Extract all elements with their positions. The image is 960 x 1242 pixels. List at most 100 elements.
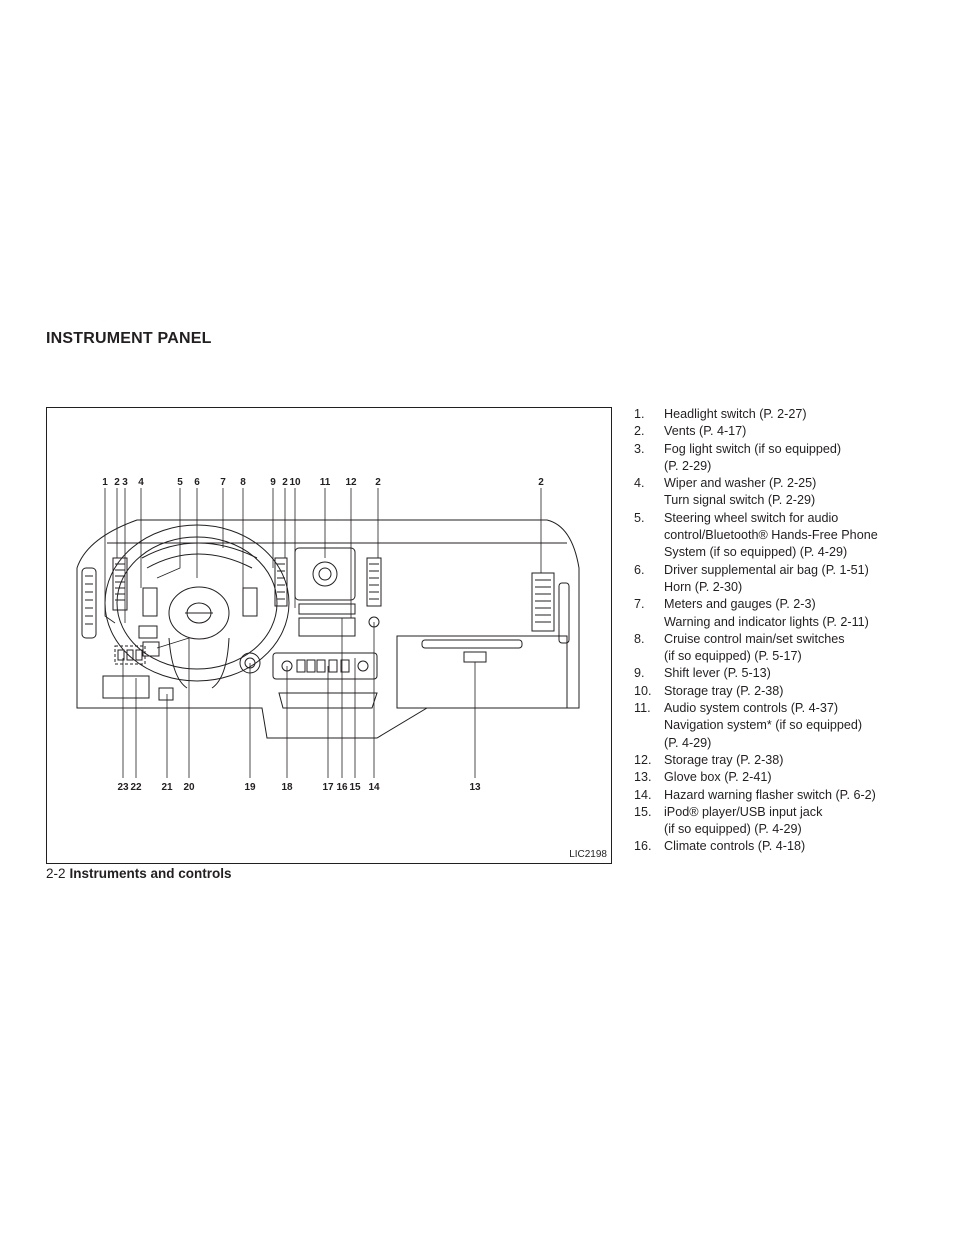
legend-item: 3. Fog light switch (if so equipped) (P. 2… xyxy=(634,441,934,476)
callout-number: 14 xyxy=(368,782,380,793)
callout-number: 6 xyxy=(194,477,200,488)
callout-number: 4 xyxy=(138,477,144,488)
legend-item-number: 12. xyxy=(634,752,652,767)
legend-item: 8.Cruise control main/set switches(if so… xyxy=(634,631,934,666)
center-vent-right xyxy=(366,557,382,607)
legend-item-text: Fog light switch (if so equipped) xyxy=(664,441,842,456)
callout-number: 2 xyxy=(282,477,288,488)
legend-item: 6. Driver supplemental air bag (P. 1-51) H… xyxy=(634,562,934,597)
callout-number: 8 xyxy=(240,477,246,488)
cruise-switches xyxy=(242,587,258,617)
legend-item-number: 9. xyxy=(634,666,645,681)
legend-item-text: Warning and indicator lights (P. 2-11) xyxy=(664,614,869,629)
legend-item: 1. Headlight switch (P. 2-27) xyxy=(634,406,934,423)
callout-number: 1 xyxy=(102,477,108,488)
legend-item: 13. Glove box (P. 2-41) xyxy=(634,769,934,786)
lower-left-panel xyxy=(102,675,150,699)
legend-item-number: 13. xyxy=(634,770,652,785)
legend-item-text: Driver supplemental air bag (P. 1-51) xyxy=(664,562,869,577)
callout-number: 2 xyxy=(375,477,381,488)
left-vent xyxy=(112,557,128,611)
legend-item-text: Navigation system* (if so equipped) xyxy=(664,718,863,733)
legend-item: 9. Shift lever (P. 5-13) xyxy=(634,665,934,682)
callout-number: 18 xyxy=(281,782,293,793)
center-vent-left xyxy=(274,557,288,607)
legend-item-text: Audio system controls (P. 4-37) xyxy=(664,701,839,716)
callout-number: 7 xyxy=(220,477,226,488)
legend-item-text: Vents (P. 4-17) xyxy=(664,424,747,439)
legend-item-number: 1. xyxy=(634,407,645,421)
legend-item-text: Climate controls (P. 4-18) xyxy=(664,839,806,854)
legend-item-text: Storage tray (P. 2-38) xyxy=(664,683,784,698)
legend-item-text: Horn (P. 2-30) xyxy=(664,579,743,594)
footer-section-title: Instruments and controls xyxy=(69,866,232,881)
callout-number: 11 xyxy=(320,477,331,488)
legend-item-number: 14. xyxy=(634,787,652,802)
lower-left-switches xyxy=(114,645,146,665)
callout-number: 16 xyxy=(336,782,348,793)
legend-item-text: control/Bluetooth® Hands-Free Phone xyxy=(664,528,878,543)
legend-item: 5. Steering wheel switch for audio control… xyxy=(634,510,934,562)
callout-number: 20 xyxy=(183,782,195,793)
callout-number: 2 xyxy=(538,477,544,488)
legend-item-text: Headlight switch (P. 2-27) xyxy=(664,407,807,421)
figure-code: LIC2198 xyxy=(569,849,607,860)
passenger-vent xyxy=(531,572,555,632)
meter-cluster xyxy=(141,542,258,559)
legend-item-number: 8. xyxy=(634,631,645,646)
callout-number: 19 xyxy=(244,782,256,793)
legend-item-number: 5. xyxy=(634,510,645,525)
legend-item-number: 11. xyxy=(634,701,651,716)
legend-item-text: (P. 2-29) xyxy=(664,458,712,473)
callout-number: 23 xyxy=(117,782,129,793)
legend-item-number: 7. xyxy=(634,597,645,612)
callout-number: 13 xyxy=(469,782,481,793)
glove-box-handle xyxy=(463,651,487,663)
legend-list: 1. Headlight switch (P. 2-27) 2. Vents (P. … xyxy=(634,406,934,856)
legend-item-text: (if so equipped) (P. 4-29) xyxy=(664,822,802,837)
callout-number: 2 xyxy=(114,477,120,488)
legend-item-text: Wiper and washer (P. 2-25) xyxy=(664,476,817,491)
left-side-vent xyxy=(81,567,97,639)
legend-item-text: (if so equipped) (P. 5-17) xyxy=(664,649,802,664)
legend-item-number: 16. xyxy=(634,839,652,854)
legend-item-text: Turn signal switch (P. 2-29) xyxy=(664,493,816,508)
callout-number: 3 xyxy=(122,477,128,488)
legend-item-text: iPod® player/USB input jack xyxy=(664,804,823,819)
legend-item-text: Glove box (P. 2-41) xyxy=(664,770,772,785)
glove-box xyxy=(396,635,568,709)
legend-item-text: Storage tray (P. 2-38) xyxy=(664,752,784,767)
callout-number: 15 xyxy=(349,782,361,793)
callout-number: 10 xyxy=(289,477,301,488)
legend-item: 11. Audio system controls (P. 4-37) Naviga… xyxy=(634,700,934,752)
legend-item-number: 2. xyxy=(634,424,645,439)
section-title: INSTRUMENT PANEL xyxy=(46,330,212,347)
hood-release xyxy=(158,687,174,701)
legend-item-number: 6. xyxy=(634,562,645,577)
lower-console xyxy=(278,692,378,709)
legend-item-number: 10. xyxy=(634,683,652,698)
legend-item-number: 3. xyxy=(634,441,645,456)
legend-item-text: Shift lever (P. 5-13) xyxy=(664,666,771,681)
legend-item: 2. Vents (P. 4-17) xyxy=(634,423,934,440)
legend-item-text: Hazard warning flasher switch (P. 6-2) xyxy=(664,787,876,802)
steering-hub xyxy=(168,586,230,640)
legend-item: 12. Storage tray (P. 2-38) xyxy=(634,752,934,769)
legend-item-text: (P. 4-29) xyxy=(664,735,712,750)
audio-switches xyxy=(142,587,158,617)
legend-item: 16. Climate controls (P. 4-18) xyxy=(634,838,934,855)
callout-number: 22 xyxy=(130,782,142,793)
callout-number: 21 xyxy=(161,782,173,793)
callout-number: 9 xyxy=(270,477,276,488)
legend-item-number: 4. xyxy=(634,476,645,491)
legend-item: 7.Meters and gauges (P. 2-3)Warning and … xyxy=(634,596,934,631)
callout-number: 12 xyxy=(345,477,357,488)
climate-panel xyxy=(272,652,378,680)
callout-number: 17 xyxy=(322,782,334,793)
legend-item: 14. Hazard warning flasher switch (P. 6-2… xyxy=(634,787,934,804)
legend-item-text: Steering wheel switch for audio xyxy=(664,510,839,525)
callout-number: 5 xyxy=(177,477,183,488)
